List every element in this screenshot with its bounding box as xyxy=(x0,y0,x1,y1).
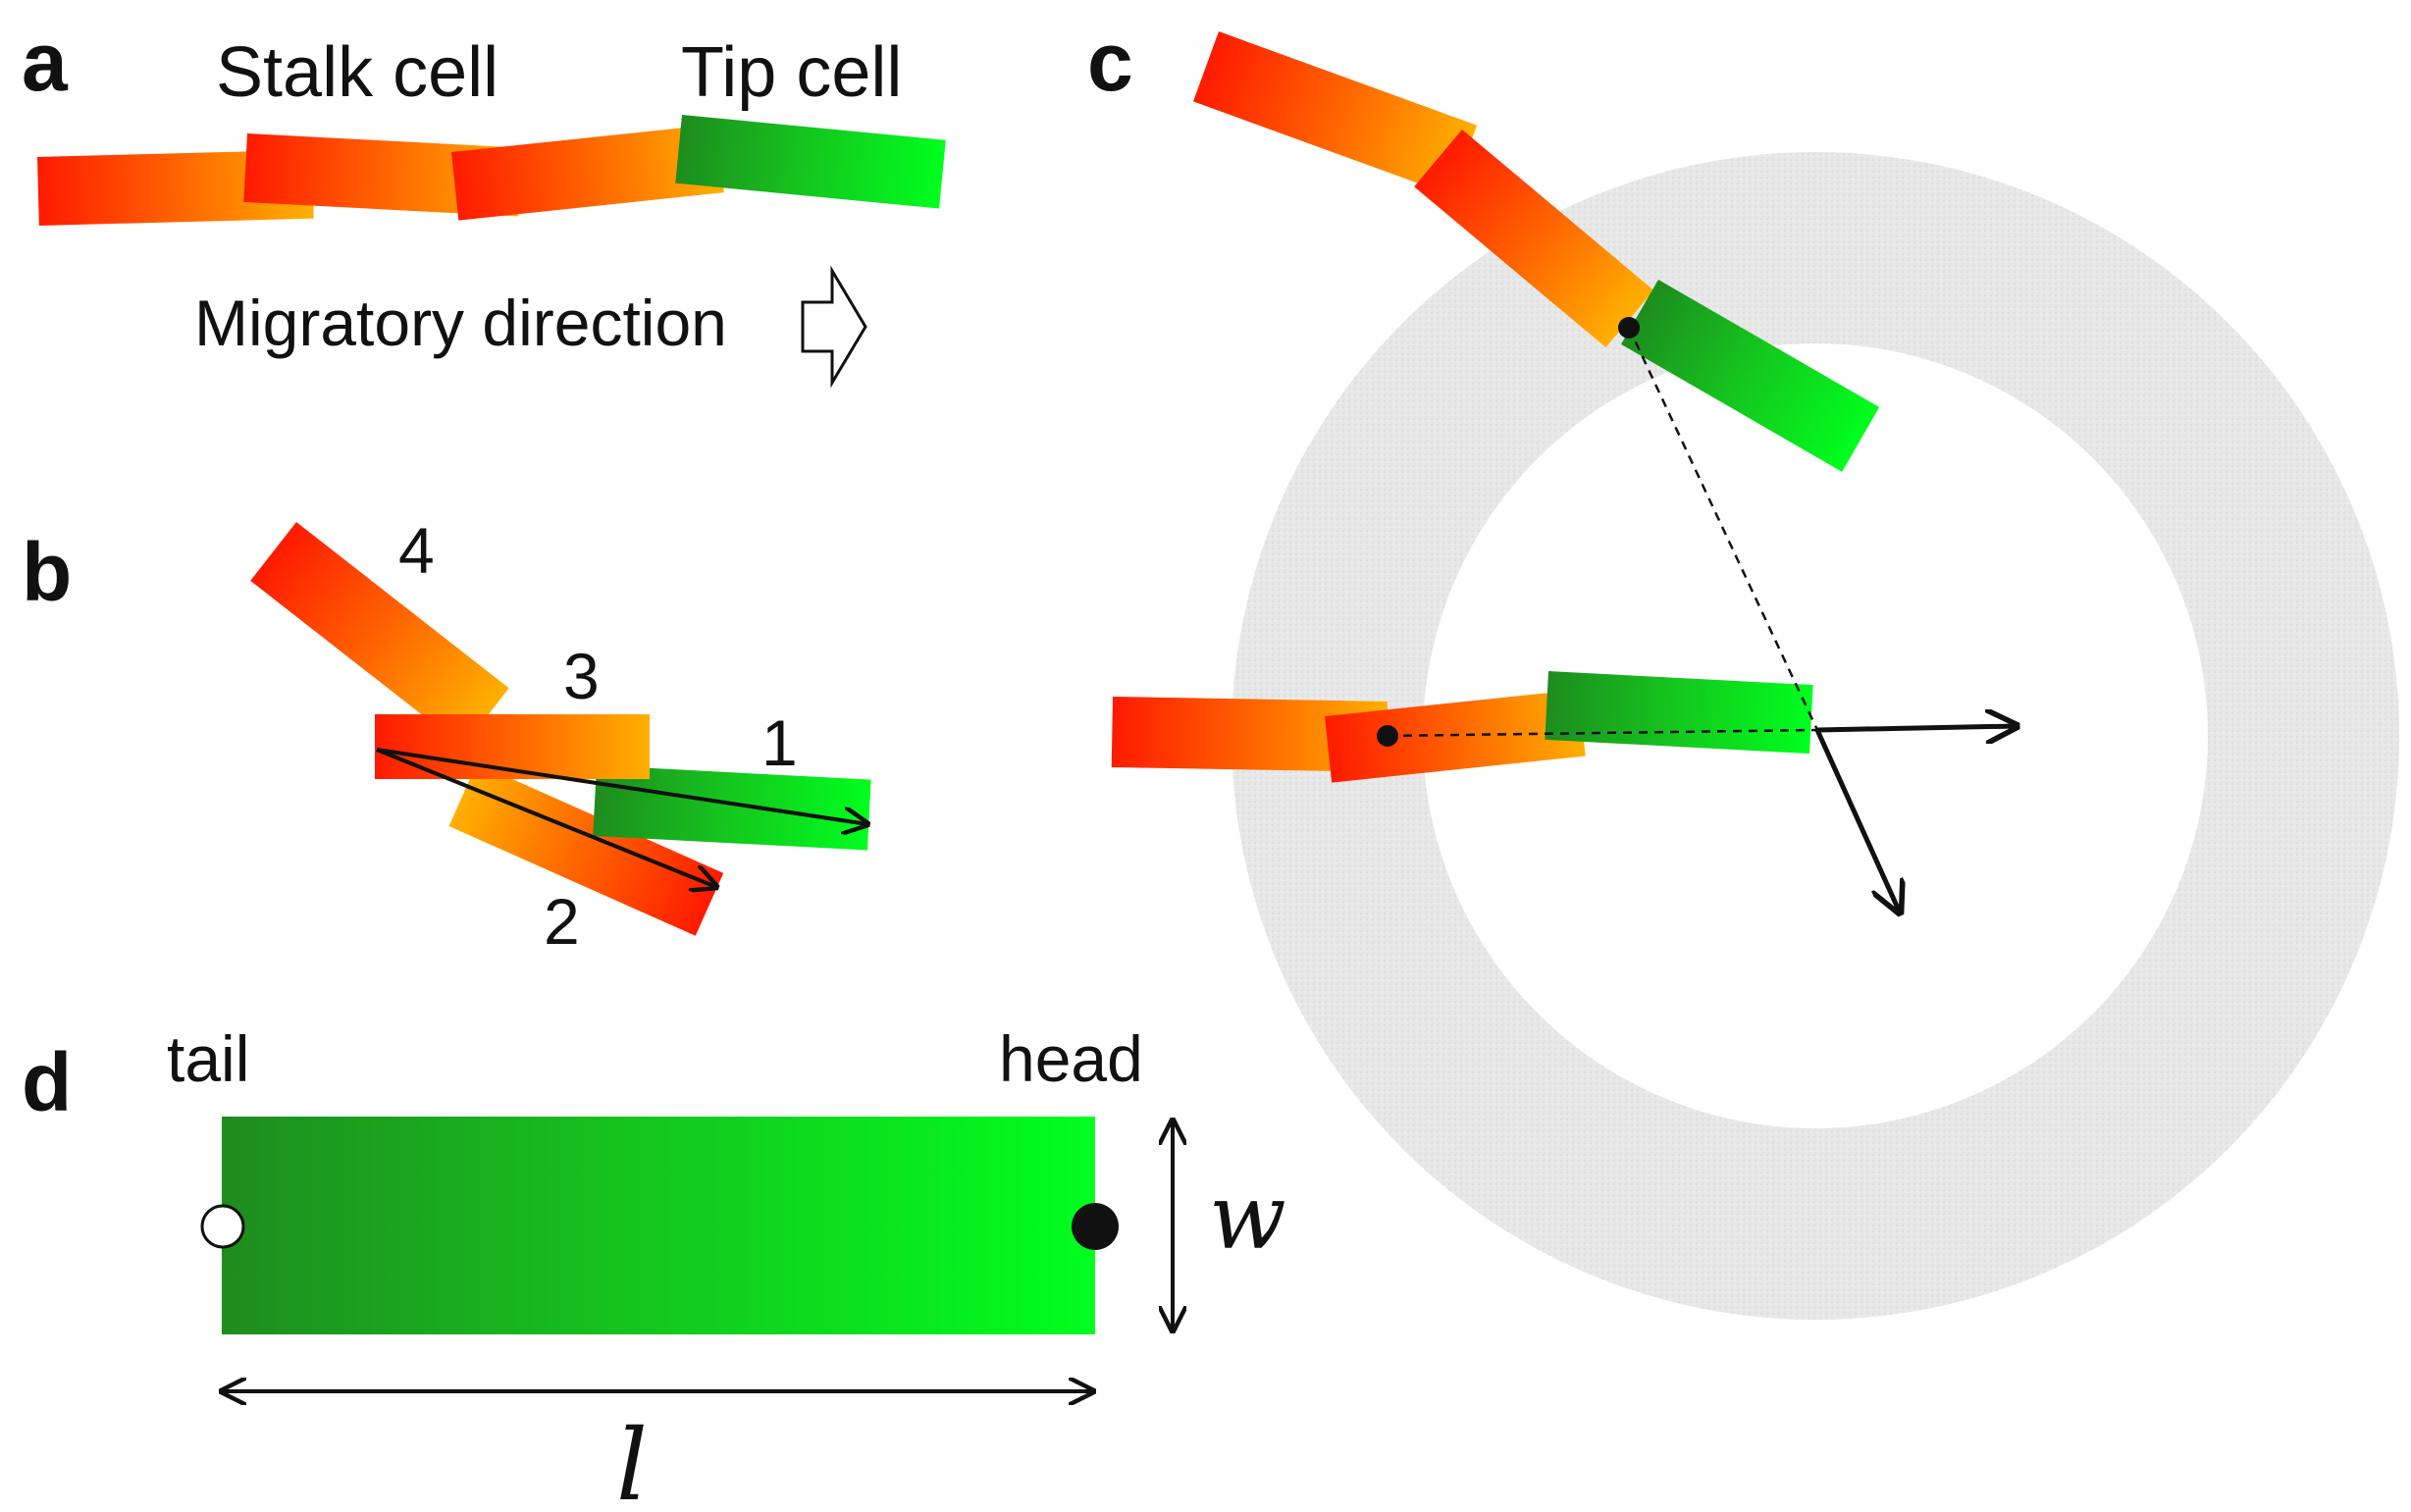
panel-c: c xyxy=(1087,16,2400,1320)
direction-arrow-icon xyxy=(801,265,867,389)
cell-body xyxy=(222,1117,1095,1334)
tail-label: tail xyxy=(167,1022,249,1095)
panel-b-letter: b xyxy=(22,526,72,618)
migratory-direction-label: Migratory direction xyxy=(194,287,727,359)
tip-cell xyxy=(1621,280,1880,472)
panel-d-letter: d xyxy=(22,1036,72,1128)
width-symbol: w xyxy=(1209,1165,1286,1270)
panel-d: d tail head w l xyxy=(22,1022,1286,1512)
stalk-cell xyxy=(1414,130,1654,348)
stalk-cell xyxy=(1193,31,1478,196)
head-label: head xyxy=(999,1022,1143,1095)
stalk-cell xyxy=(1111,697,1388,772)
tip-cell xyxy=(675,115,946,209)
stalk-cell xyxy=(451,124,724,221)
panel-a: a Stalk cell Tip cell Migratory directio… xyxy=(22,16,946,389)
head-point xyxy=(1377,725,1398,747)
head-point xyxy=(1618,317,1640,339)
tip-cell-label: Tip cell xyxy=(681,33,902,112)
length-symbol: l xyxy=(616,1408,648,1512)
head-point xyxy=(1072,1203,1119,1250)
vector-to-cell-1 xyxy=(376,748,867,824)
cell-number-4: 4 xyxy=(398,514,435,587)
dashed-link xyxy=(1627,327,1819,731)
panel-a-chain xyxy=(37,115,946,226)
sensing-ring xyxy=(1232,152,2400,1320)
cell-4 xyxy=(250,522,509,748)
stalk-cell-label: Stalk cell xyxy=(216,33,498,112)
cell-number-1: 1 xyxy=(761,706,798,779)
panel-c-letter: c xyxy=(1087,16,1133,108)
direction-vector xyxy=(1816,726,2017,730)
cell-number-2: 2 xyxy=(544,885,580,958)
direction-vector xyxy=(1814,728,1900,912)
cell-number-3: 3 xyxy=(563,640,600,712)
tip-cell xyxy=(1545,671,1813,755)
vector-to-cell-2 xyxy=(376,748,716,887)
panel-b: b 4 3 1 2 xyxy=(22,514,871,958)
stalk-cell xyxy=(37,149,314,226)
cell-1 xyxy=(593,765,871,851)
panel-a-letter: a xyxy=(22,16,69,108)
tail-point xyxy=(200,1204,245,1249)
